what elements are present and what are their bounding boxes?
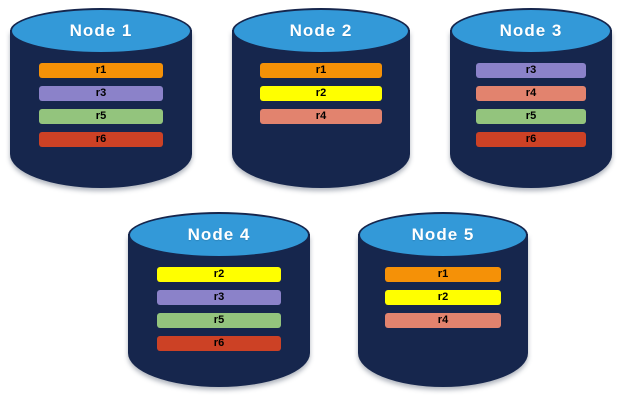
replica-bar-r4[interactable]: r4	[475, 86, 587, 101]
replica-bar-r1[interactable]: r1	[39, 63, 163, 78]
replica-stack: r1 r3 r5 r6	[10, 63, 192, 147]
replica-bar-r6[interactable]: r6	[157, 336, 281, 351]
replica-bar-r1[interactable]: r1	[260, 63, 382, 78]
replica-bar-r5[interactable]: r5	[475, 109, 587, 124]
replica-bar-r6[interactable]: r6	[475, 132, 587, 147]
replica-stack: r3 r4 r5 r6	[450, 63, 612, 147]
replica-bar-r5[interactable]: r5	[39, 109, 163, 124]
replica-bar-r6[interactable]: r6	[39, 132, 163, 147]
replica-bar-r3[interactable]: r3	[157, 290, 281, 305]
replica-bar-r3[interactable]: r3	[475, 63, 587, 78]
replica-bar-r4[interactable]: r4	[385, 313, 501, 328]
replica-bar-r2[interactable]: r2	[385, 290, 501, 305]
replica-stack: r2 r3 r5 r6	[128, 267, 310, 351]
cylinder-top-ellipse	[128, 212, 310, 258]
cylinder-top-ellipse	[232, 8, 410, 54]
replica-bar-r1[interactable]: r1	[385, 267, 501, 282]
replica-bar-r4[interactable]: r4	[260, 109, 382, 124]
cylinder-top-ellipse	[358, 212, 528, 258]
cylinder-body	[128, 234, 310, 387]
replica-stack: r1 r2 r4	[358, 267, 528, 328]
replica-bar-r3[interactable]: r3	[39, 86, 163, 101]
cylinder-top-ellipse	[10, 8, 192, 54]
replica-bar-r2[interactable]: r2	[260, 86, 382, 101]
replica-bar-r5[interactable]: r5	[157, 313, 281, 328]
replica-stack: r1 r2 r4	[232, 63, 410, 124]
replica-bar-r2[interactable]: r2	[157, 267, 281, 282]
cylinder-top-ellipse	[450, 8, 612, 54]
